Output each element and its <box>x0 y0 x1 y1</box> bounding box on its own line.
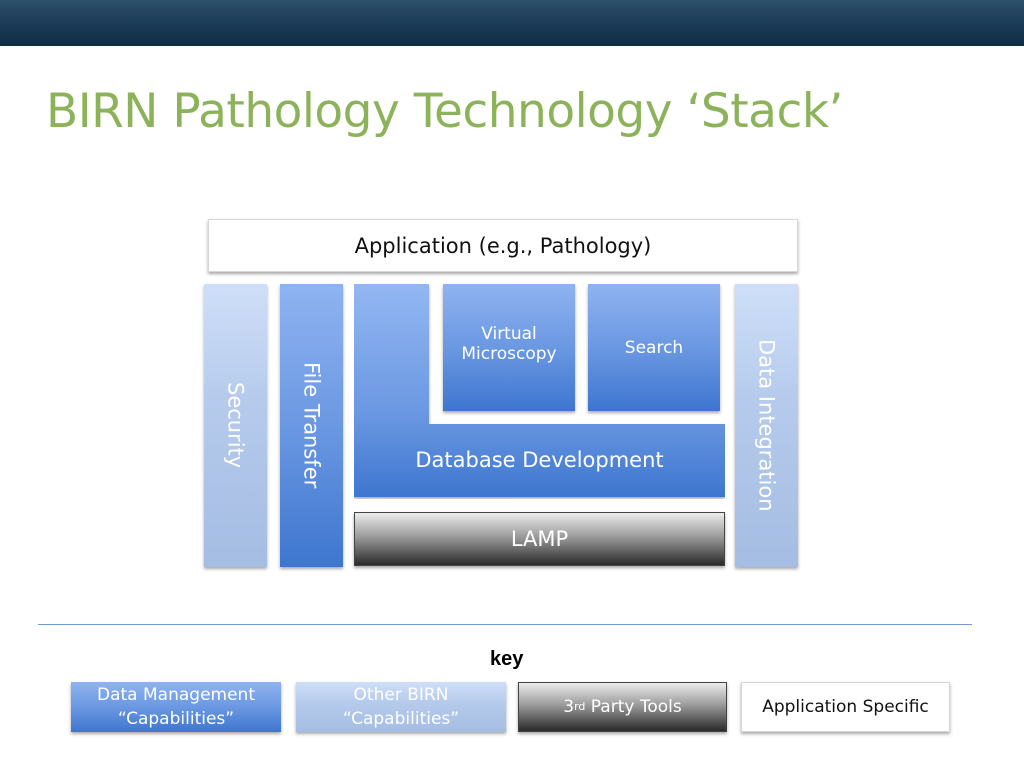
lamp-layer: LAMP <box>354 512 725 566</box>
database-development-layer <box>354 284 725 499</box>
key-data-management: Data Management “Capabilities” <box>71 682 281 732</box>
key-other-birn-line2: “Capabilities” <box>342 709 460 729</box>
key-third-party-prefix: 3 <box>563 697 575 717</box>
virtual-microscopy-label-line1: Virtual <box>481 324 537 344</box>
data-integration-label: Data Integration <box>754 339 779 512</box>
data-integration-layer: Data Integration <box>735 284 798 567</box>
key-third-party-suffix: Party Tools <box>585 697 682 717</box>
key-data-management-line1: Data Management <box>97 685 255 705</box>
key-data-management-line2: “Capabilities” <box>117 709 235 729</box>
security-layer: Security <box>204 284 267 567</box>
file-transfer-layer: File Transfer <box>280 284 343 567</box>
key-application-specific-label: Application Specific <box>762 697 929 717</box>
lamp-label: LAMP <box>510 527 569 551</box>
key-other-birn-line1: Other BIRN <box>353 685 449 705</box>
virtual-microscopy-layer: Virtual Microscopy <box>443 284 575 411</box>
database-development-label: Database Development <box>415 448 664 472</box>
key-divider <box>38 624 972 625</box>
search-layer: Search <box>588 284 720 411</box>
virtual-microscopy-label-line2: Microscopy <box>461 344 557 364</box>
key-application-specific: Application Specific <box>741 682 950 732</box>
search-label: Search <box>624 338 684 358</box>
slide-title: BIRN Pathology Technology ‘Stack’ <box>46 84 843 139</box>
key-other-birn: Other BIRN “Capabilities” <box>296 682 506 732</box>
header-bar <box>0 0 1024 46</box>
security-label: Security <box>223 382 248 469</box>
application-layer: Application (e.g., Pathology) <box>208 219 798 272</box>
file-transfer-label: File Transfer <box>299 362 324 489</box>
key-label: key <box>490 648 524 670</box>
